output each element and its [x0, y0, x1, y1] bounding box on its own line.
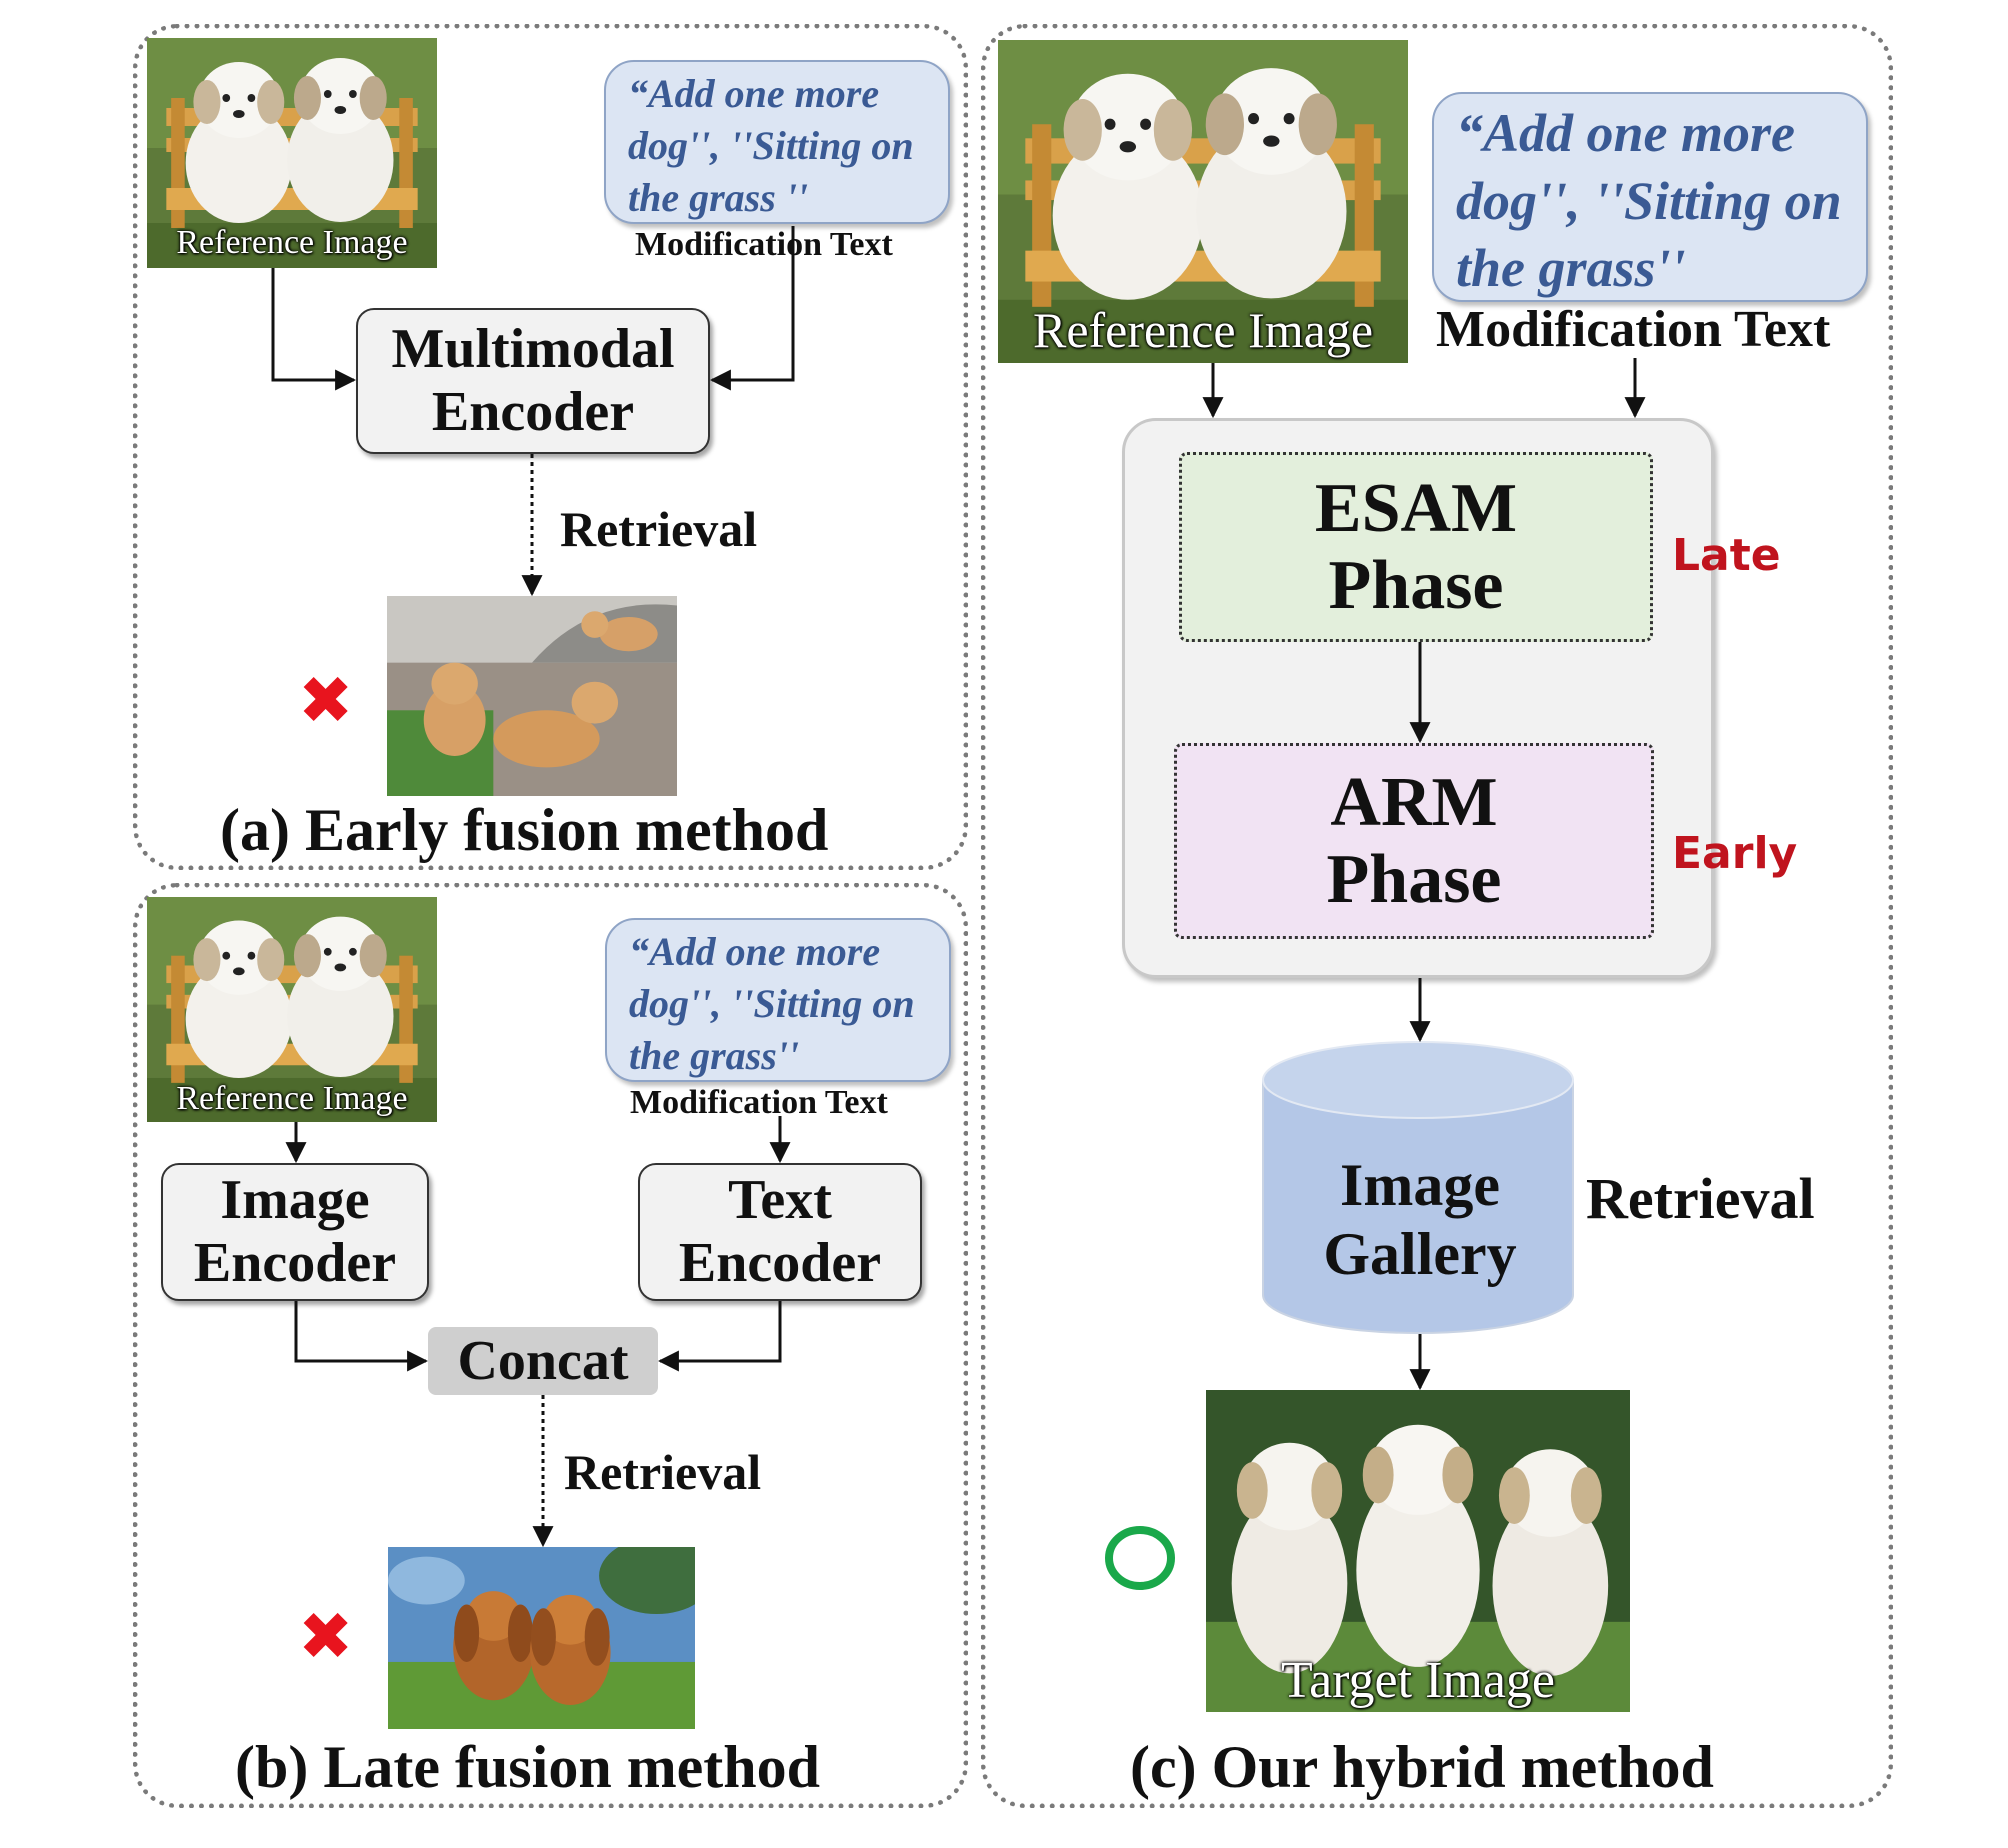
panel-a-modification-label: Modification Text	[635, 226, 893, 263]
panel-a-retrieved-image	[387, 596, 677, 796]
panel-c-arm-line1: ARM	[1330, 764, 1498, 841]
panel-c-reference-image: Reference Image	[998, 40, 1408, 363]
panel-c-esam-line1: ESAM	[1314, 470, 1518, 547]
panel-c-target-image: Target Image	[1206, 1390, 1630, 1712]
panel-b-modification-bubble: “Add one more dog'', ''Sitting on the gr…	[605, 918, 951, 1082]
panel-c-target-label: Target Image	[1280, 1652, 1556, 1709]
panel-c-circle-icon	[1105, 1526, 1175, 1590]
panel-b-reference-label: Reference Image	[176, 1080, 408, 1117]
panel-b-text-encoder-line2: Encoder	[678, 1232, 882, 1294]
panel-c-reference-label: Reference Image	[1032, 302, 1374, 358]
panel-b-text-encoder-line1: Text	[728, 1169, 832, 1232]
panel-a-cross-icon: ✖	[298, 662, 354, 739]
panel-a-retrieval-label: Retrieval	[560, 501, 758, 557]
panel-b-modification-label: Modification Text	[630, 1084, 888, 1121]
panel-b-reference-image: Reference Image	[147, 897, 437, 1122]
panel-b-frame	[133, 883, 968, 1808]
panel-c-modification-label: Modification Text	[1436, 301, 1831, 358]
panel-c-retrieval-label: Retrieval	[1586, 1166, 1815, 1231]
panel-b-modification-text: “Add one more dog'', ''Sitting on the gr…	[629, 929, 915, 1078]
panel-a-encoder-line2: Encoder	[431, 381, 635, 443]
panel-a-reference-image: Reference Image	[147, 38, 437, 268]
panel-b-concat-label: Concat	[457, 1329, 629, 1392]
panel-a-encoder-line1: Multimodal	[391, 318, 675, 381]
panel-c-esam-line2: Phase	[1328, 547, 1504, 624]
panel-b-caption: (b) Late fusion method	[235, 1734, 821, 1800]
panel-c-modification-text: “Add one more dog'', ''Sitting on the gr…	[1456, 103, 1842, 298]
panel-b-concat-box: Concat	[428, 1327, 658, 1395]
panel-a-modification-bubble: “Add one more dog'', ''Sitting on the gr…	[604, 60, 950, 224]
panel-c-early-tag: Early	[1672, 828, 1798, 879]
panel-c-gallery-label: Image Gallery	[1262, 1140, 1578, 1300]
panel-b-image-encoder: Image Encoder	[161, 1163, 429, 1301]
panel-c-modification-bubble: “Add one more dog'', ''Sitting on the gr…	[1432, 92, 1868, 302]
panel-c-late-tag: Late	[1672, 530, 1781, 581]
panel-b-image-encoder-line2: Encoder	[193, 1232, 397, 1294]
panel-c-esam-phase: ESAM Phase	[1179, 452, 1653, 642]
panel-c-caption: (c) Our hybrid method	[1130, 1734, 1714, 1800]
panel-b-text-encoder: Text Encoder	[638, 1163, 922, 1301]
panel-b-image-encoder-line1: Image	[220, 1169, 370, 1232]
panel-c-gallery-line2: Gallery	[1323, 1221, 1517, 1287]
panel-c-gallery-line1: Image	[1340, 1152, 1500, 1218]
panel-c-arm-phase: ARM Phase	[1174, 743, 1654, 939]
panel-b-cross-icon: ✖	[298, 1598, 354, 1675]
panel-a-caption: (a) Early fusion method	[220, 797, 829, 863]
panel-a-multimodal-encoder: Multimodal Encoder	[356, 308, 710, 454]
panel-b-retrieved-image	[388, 1547, 695, 1729]
panel-c-image-gallery-cylinder	[1262, 1041, 1574, 1334]
panel-a-reference-label: Reference Image	[176, 224, 408, 261]
panel-a-frame	[133, 24, 968, 870]
panel-c-frame	[981, 24, 1893, 1808]
panel-a-modification-text: “Add one more dog'', ''Sitting on the gr…	[628, 71, 914, 220]
panel-c-arm-line2: Phase	[1326, 841, 1502, 918]
panel-b-retrieval-label: Retrieval	[564, 1444, 762, 1500]
